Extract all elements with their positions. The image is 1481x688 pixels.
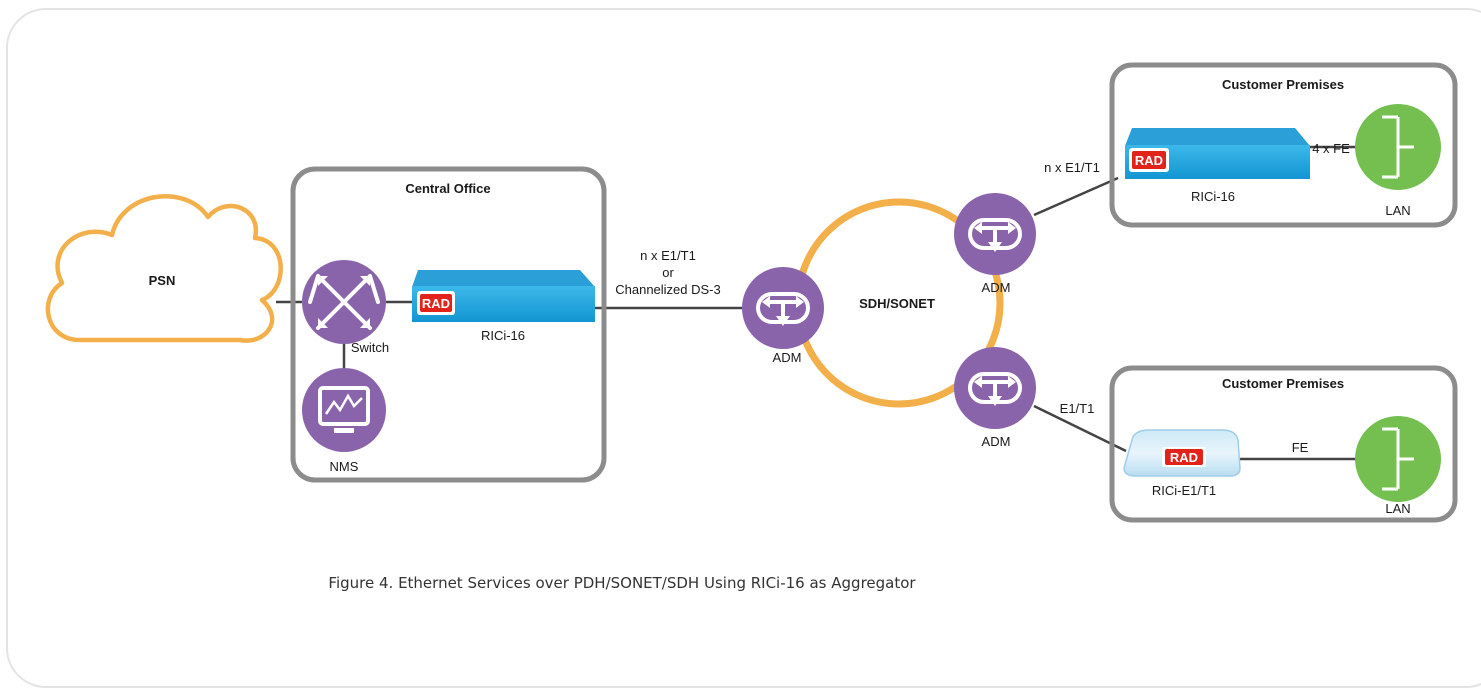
central-office: Central Office Switch NMS [290, 166, 607, 483]
lan-cp2-label: LAN [1385, 501, 1410, 516]
link-label-cp1-lan: 4 x FE [1312, 141, 1350, 156]
customer-premises-1-title: Customer Premises [1222, 77, 1344, 92]
rici16-central-label: RICi-16 [481, 328, 525, 343]
customer-premises-2-title: Customer Premises [1222, 376, 1344, 391]
rici16-cp1-label: RICi-16 [1191, 189, 1235, 204]
svg-text:or: or [662, 265, 674, 280]
svg-text:n x E1/T1: n x E1/T1 [640, 248, 696, 263]
rici16-cp1: RAD RICi-16 [1125, 128, 1310, 204]
svg-text:RAD: RAD [1135, 153, 1163, 168]
svg-text:RAD: RAD [422, 296, 450, 311]
customer-premises-1-box [1109, 62, 1458, 228]
link-adm-cp1 [1033, 176, 1119, 217]
nms-label: NMS [330, 459, 359, 474]
lan-cp2: LAN [1355, 416, 1441, 516]
figure-frame [6, 8, 1481, 688]
rad-logo [1132, 151, 1166, 169]
customer-premises-1: Customer Premises RAD RICi-16 4 x FE LAN [1109, 62, 1458, 228]
adm-west: ADM [742, 267, 824, 365]
adm-south: ADM [954, 347, 1036, 449]
customer-premises-2-box [1109, 365, 1458, 523]
rad-logo [420, 294, 452, 312]
switch: Switch [302, 260, 389, 355]
cloud-icon [45, 194, 283, 343]
link-label-adm-cp2: E1/T1 [1060, 401, 1095, 416]
rici16-central: RAD RICi-16 [412, 270, 595, 343]
adm-label: ADM [982, 434, 1011, 449]
lan-cp1-label: LAN [1385, 203, 1410, 218]
rici-e1t1-label: RICi-E1/T1 [1152, 483, 1216, 498]
link-label-adm-cp1: n x E1/T1 [1044, 160, 1100, 175]
adm-label: ADM [982, 280, 1011, 295]
link-label-cp2-lan: FE [1292, 440, 1309, 455]
ring-label: SDH/SONET [859, 296, 935, 311]
nms: NMS [302, 368, 386, 474]
adm-north: ADM [954, 193, 1036, 295]
cloud-label: PSN [149, 273, 176, 288]
network-diagram: PSN Central Office Switch [45, 62, 1458, 592]
central-office-title: Central Office [405, 181, 490, 196]
central-office-box [290, 166, 607, 483]
link-label-co-adm: n x E1/T1 or Channelized DS-3 [615, 248, 721, 297]
rad-logo [1165, 449, 1203, 465]
lan-cp1: LAN [1355, 104, 1441, 218]
svg-text:Channelized DS-3: Channelized DS-3 [615, 282, 721, 297]
psn-cloud: PSN [45, 194, 283, 343]
adm-label: ADM [773, 350, 802, 365]
svg-text:RAD: RAD [1170, 450, 1198, 465]
switch-label: Switch [351, 340, 389, 355]
customer-premises-2: Customer Premises RAD RICi-E1/T1 FE LAN [1109, 365, 1458, 523]
figure-caption: Figure 4. Ethernet Services over PDH/SON… [328, 574, 916, 592]
monitor-icon [302, 368, 386, 452]
rici-e1t1-cp2: RAD RICi-E1/T1 [1123, 429, 1241, 498]
